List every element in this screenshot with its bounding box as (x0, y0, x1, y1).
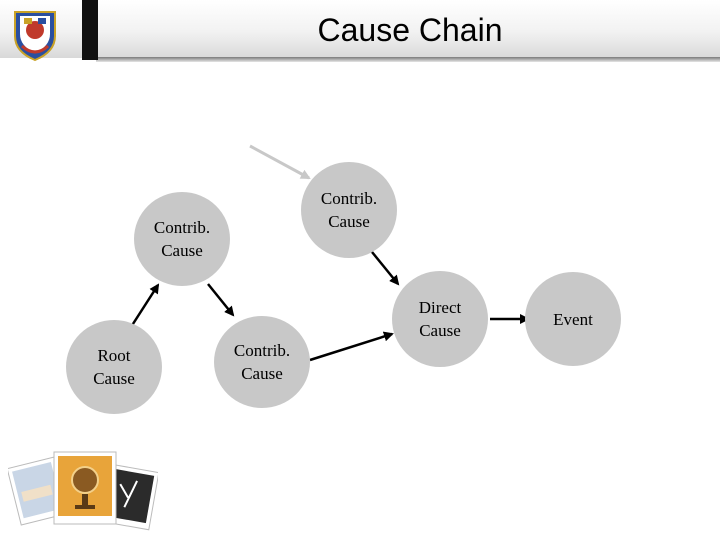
header-band (0, 0, 720, 58)
slide-title: Cause Chain (317, 12, 503, 48)
arrow-external-to-contrib-top (249, 144, 311, 180)
node-contrib-cause-bottom: Contrib. Cause (214, 316, 310, 408)
node-label: Root Cause (93, 346, 135, 388)
header-divider (96, 57, 720, 62)
node-label: Direct Cause (418, 298, 462, 340)
arrow-contrib-bottom-to-direct (309, 331, 394, 362)
node-label: Contrib. Cause (233, 341, 291, 383)
node-contrib-cause-left: Contrib. Cause (134, 192, 230, 286)
node-direct-cause: Direct Cause (392, 271, 488, 367)
arrow-contrib-top-to-direct (371, 251, 400, 286)
arrow-contrib-left-to-contrib-bottom (207, 283, 235, 317)
node-label: Event (553, 309, 593, 329)
node-label: Contrib. Cause (153, 218, 211, 260)
node-contrib-cause-top: Contrib. Cause (301, 162, 397, 258)
node-root-cause: Root Cause (66, 320, 162, 414)
node-label: Contrib. Cause (320, 189, 378, 231)
arrow-root-to-contrib-left (129, 283, 160, 328)
school-crest-icon (10, 6, 60, 62)
node-event: Event (525, 272, 621, 366)
photo-stack-icon (6, 448, 160, 533)
header-accent-bar (82, 0, 98, 60)
